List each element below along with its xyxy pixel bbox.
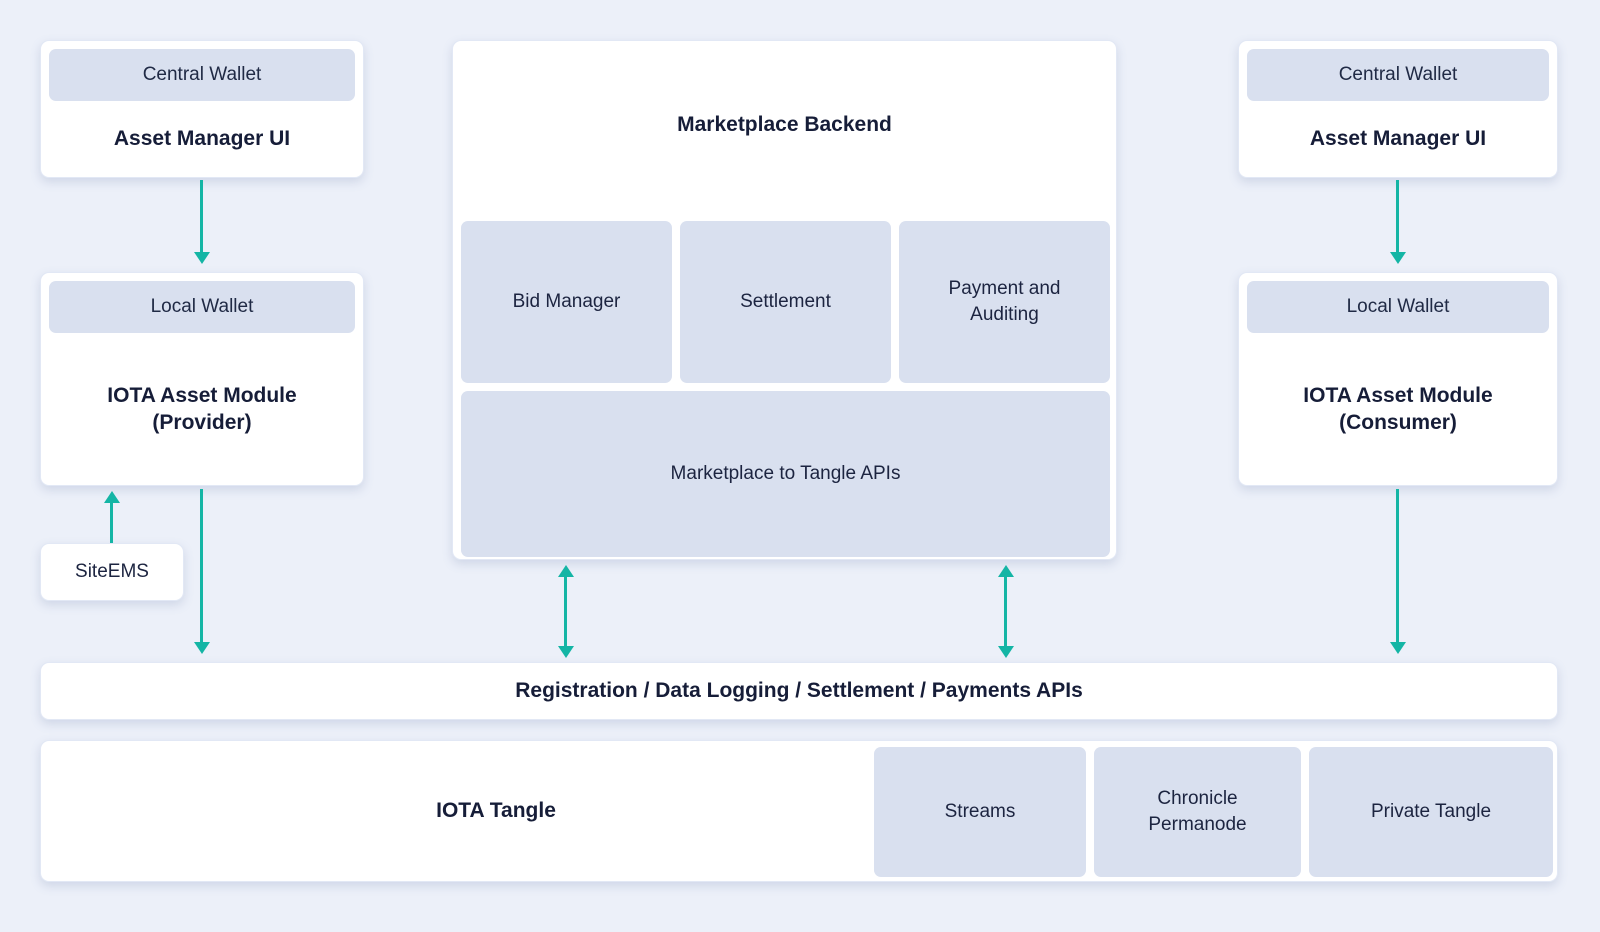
arrow-line [200,180,203,254]
iota-tangle-bar: IOTA Tangle Streams Chronicle Permanode … [40,740,1558,882]
marketplace-backend-card: Marketplace Backend Bid Manager Settleme… [452,40,1117,560]
provider-asset-module-card: Local Wallet IOTA Asset Module (Provider… [40,272,364,486]
consumer-asset-module-title: IOTA Asset Module (Consumer) [1303,383,1493,434]
streams-box: Streams [874,747,1086,877]
provider-asset-manager-card: Central Wallet Asset Manager UI [40,40,364,178]
provider-local-wallet-box: Local Wallet [49,281,355,333]
arrow-line [564,577,567,647]
consumer-local-wallet-box: Local Wallet [1247,281,1549,333]
marketplace-to-tangle-apis-box: Marketplace to Tangle APIs [461,391,1110,557]
iota-tangle-title: IOTA Tangle [436,799,556,822]
chronicle-permanode-box: Chronicle Permanode [1094,747,1301,877]
provider-asset-module-title: IOTA Asset Module (Provider) [107,383,297,434]
consumer-asset-module-card: Local Wallet IOTA Asset Module (Consumer… [1238,272,1558,486]
settlement-box: Settlement [680,221,891,383]
arrow-head-down-icon [558,646,574,658]
consumer-central-wallet-box: Central Wallet [1247,49,1549,101]
provider-local-wallet-label: Local Wallet [150,296,254,317]
consumer-asset-manager-title: Asset Manager UI [1309,127,1487,151]
arrow-head-up-icon [104,491,120,503]
consumer-central-wallet-label: Central Wallet [1338,64,1458,85]
arrow-head-down-icon [194,642,210,654]
arrow-line [200,489,203,643]
provider-central-wallet-label: Central Wallet [142,64,262,85]
consumer-asset-manager-card: Central Wallet Asset Manager UI [1238,40,1558,178]
arrow-head-down-icon [1390,642,1406,654]
marketplace-backend-title: Marketplace Backend [677,113,892,136]
registration-apis-bar: Registration / Data Logging / Settlement… [40,662,1558,720]
private-tangle-box: Private Tangle [1309,747,1553,877]
bid-manager-box: Bid Manager [461,221,672,383]
arrow-line [1004,577,1007,647]
provider-asset-manager-title: Asset Manager UI [113,127,291,151]
arrow-line [110,503,113,543]
arrow-head-down-icon [1390,252,1406,264]
arrow-line [1396,489,1399,643]
consumer-local-wallet-label: Local Wallet [1346,296,1450,317]
arrow-head-down-icon [194,252,210,264]
arrow-head-up-icon [998,565,1014,577]
site-ems-card: SiteEMS [40,543,184,601]
arrow-line [1396,180,1399,254]
arrow-head-up-icon [558,565,574,577]
arrow-head-down-icon [998,646,1014,658]
payment-auditing-box: Payment and Auditing [899,221,1110,383]
provider-central-wallet-box: Central Wallet [49,49,355,101]
